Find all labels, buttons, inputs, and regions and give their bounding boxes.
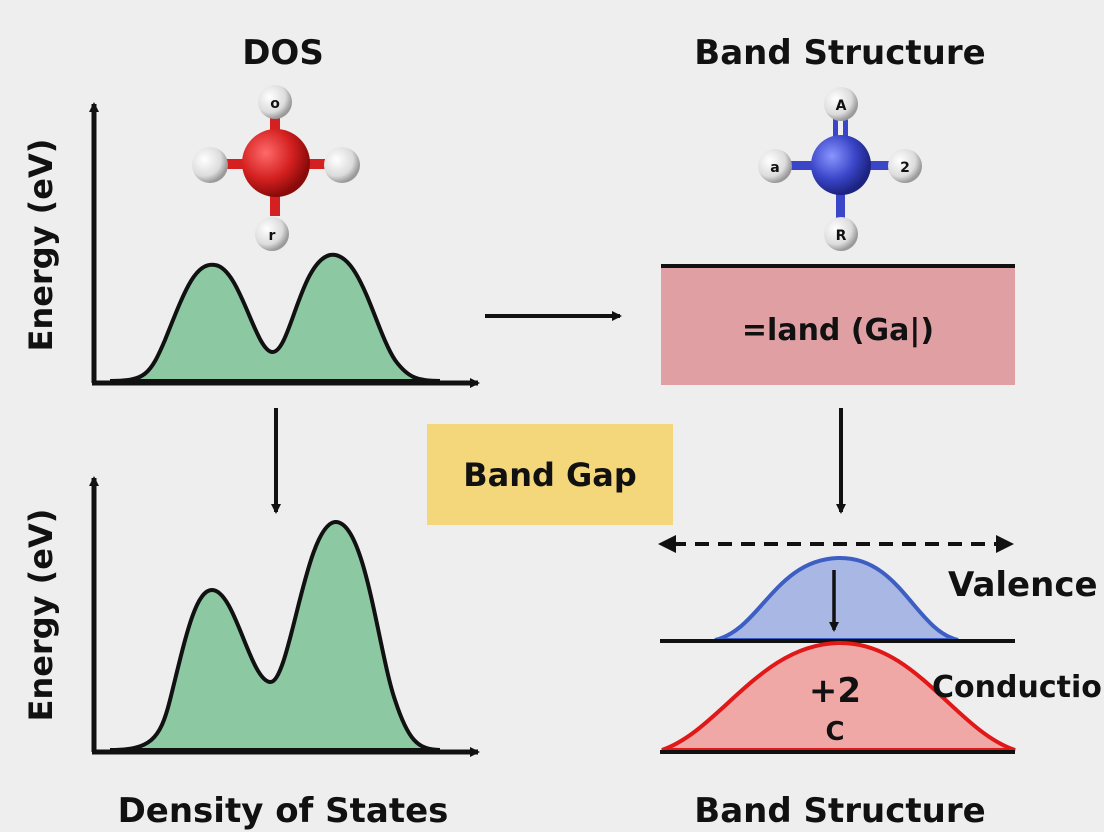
molecule-blue-atom-label-top: A [836, 98, 847, 114]
molecule-blue-icon: A a 2 R [758, 87, 922, 251]
dos-plot-top: Energy (eV) [22, 102, 480, 388]
valence-label: Valence [948, 565, 1098, 605]
conduction-label: Conductio [932, 670, 1102, 705]
molecule-red-icon: o r [192, 85, 360, 251]
conduction-curve [661, 640, 1016, 752]
band-structure-title-top: Band Structure [694, 33, 985, 73]
y-axis-label-bottom: Energy (eV) [22, 509, 60, 722]
dos-curve-bottom [109, 519, 441, 752]
band-gap-center-box: Band Gap [427, 424, 673, 525]
band-structure-title-bottom: Band Structure [694, 791, 985, 831]
dos-title-bottom: Density of States [118, 791, 449, 831]
conduction-band: +2 C Conductio [660, 640, 1102, 754]
dos-plot-bottom: Energy (eV) [22, 476, 480, 757]
charge-sub-label: C [825, 717, 844, 747]
molecule-blue-atom-label-left: a [770, 160, 779, 176]
valence-band: Valence [714, 555, 1098, 642]
molecule-red-atom-label-bottom: r [269, 228, 276, 244]
dos-curve-top [109, 252, 441, 383]
dos-title-top: DOS [242, 33, 324, 73]
molecule-blue-atom-label-right: 2 [900, 160, 910, 176]
y-axis-label-top: Energy (eV) [22, 139, 60, 352]
band-gap-center-label: Band Gap [463, 456, 637, 494]
band-gap-box: =land (Ga|) [661, 264, 1015, 385]
valence-curve [714, 555, 959, 642]
band-gap-box-label: =land (Ga|) [742, 313, 934, 348]
molecule-blue-atom-label-bottom: R [836, 228, 847, 244]
charge-label: +2 [809, 671, 861, 711]
dashed-double-arrow [658, 535, 1014, 553]
molecule-red-atom-label-top: o [270, 96, 280, 112]
